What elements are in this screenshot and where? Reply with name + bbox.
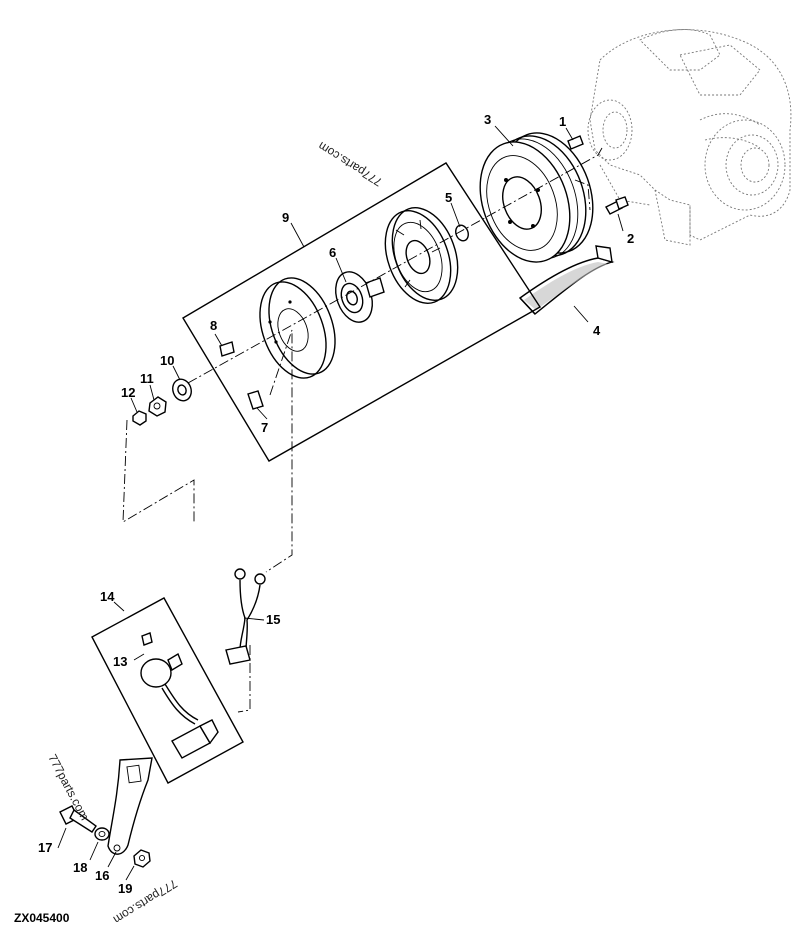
callout-13: 13 bbox=[113, 654, 127, 669]
callout-5: 5 bbox=[445, 190, 452, 205]
part-6-hub bbox=[335, 271, 385, 323]
callout-14: 14 bbox=[100, 589, 115, 604]
part-7-clip bbox=[247, 390, 264, 410]
part-3-pulley bbox=[479, 132, 594, 263]
callout-16: 16 bbox=[95, 868, 109, 883]
clutch-coil bbox=[259, 277, 336, 379]
callout-9: 9 bbox=[282, 210, 289, 225]
part-15-harness bbox=[225, 568, 266, 665]
part-18-washer bbox=[94, 827, 110, 841]
part-13-sensor bbox=[140, 632, 219, 759]
part-16-bracket bbox=[107, 757, 153, 855]
part-5-snap-ring bbox=[455, 224, 469, 242]
callout-8: 8 bbox=[210, 318, 217, 333]
callout-18: 18 bbox=[73, 860, 87, 875]
callout-labels: 1 2 3 4 5 6 7 8 9 10 11 12 13 14 15 16 1… bbox=[38, 112, 634, 896]
assembly-axis-lines bbox=[122, 147, 603, 713]
part-10-washer bbox=[172, 378, 192, 402]
callout-6: 6 bbox=[329, 245, 336, 260]
part-14-sensor-box bbox=[91, 597, 244, 784]
callout-1: 1 bbox=[559, 114, 566, 129]
callout-15: 15 bbox=[266, 612, 280, 627]
callout-leaders bbox=[57, 125, 624, 881]
callout-12: 12 bbox=[121, 385, 135, 400]
part-9-clutch-assembly-box bbox=[182, 162, 541, 462]
part-4-shield bbox=[518, 245, 615, 315]
callout-10: 10 bbox=[160, 353, 174, 368]
part-19-nut bbox=[133, 849, 151, 868]
part-17-bolt bbox=[59, 805, 97, 833]
part-1-key bbox=[567, 135, 584, 150]
callout-2: 2 bbox=[627, 231, 634, 246]
drawing-code: ZX045400 bbox=[14, 911, 70, 925]
part-8-screw bbox=[219, 341, 235, 357]
compressor-ghost-outline bbox=[587, 29, 792, 246]
clutch-rotor bbox=[384, 207, 459, 304]
part-12-small-nut bbox=[132, 410, 147, 426]
callout-4: 4 bbox=[593, 323, 601, 338]
part-2-bolt bbox=[605, 196, 629, 215]
callout-7: 7 bbox=[261, 420, 268, 435]
part-11-nut bbox=[148, 396, 167, 417]
callout-17: 17 bbox=[38, 840, 52, 855]
watermark-top: 777parts.com bbox=[316, 139, 385, 189]
callout-19: 19 bbox=[118, 881, 132, 896]
callout-11: 11 bbox=[140, 371, 154, 386]
callout-3: 3 bbox=[484, 112, 491, 127]
